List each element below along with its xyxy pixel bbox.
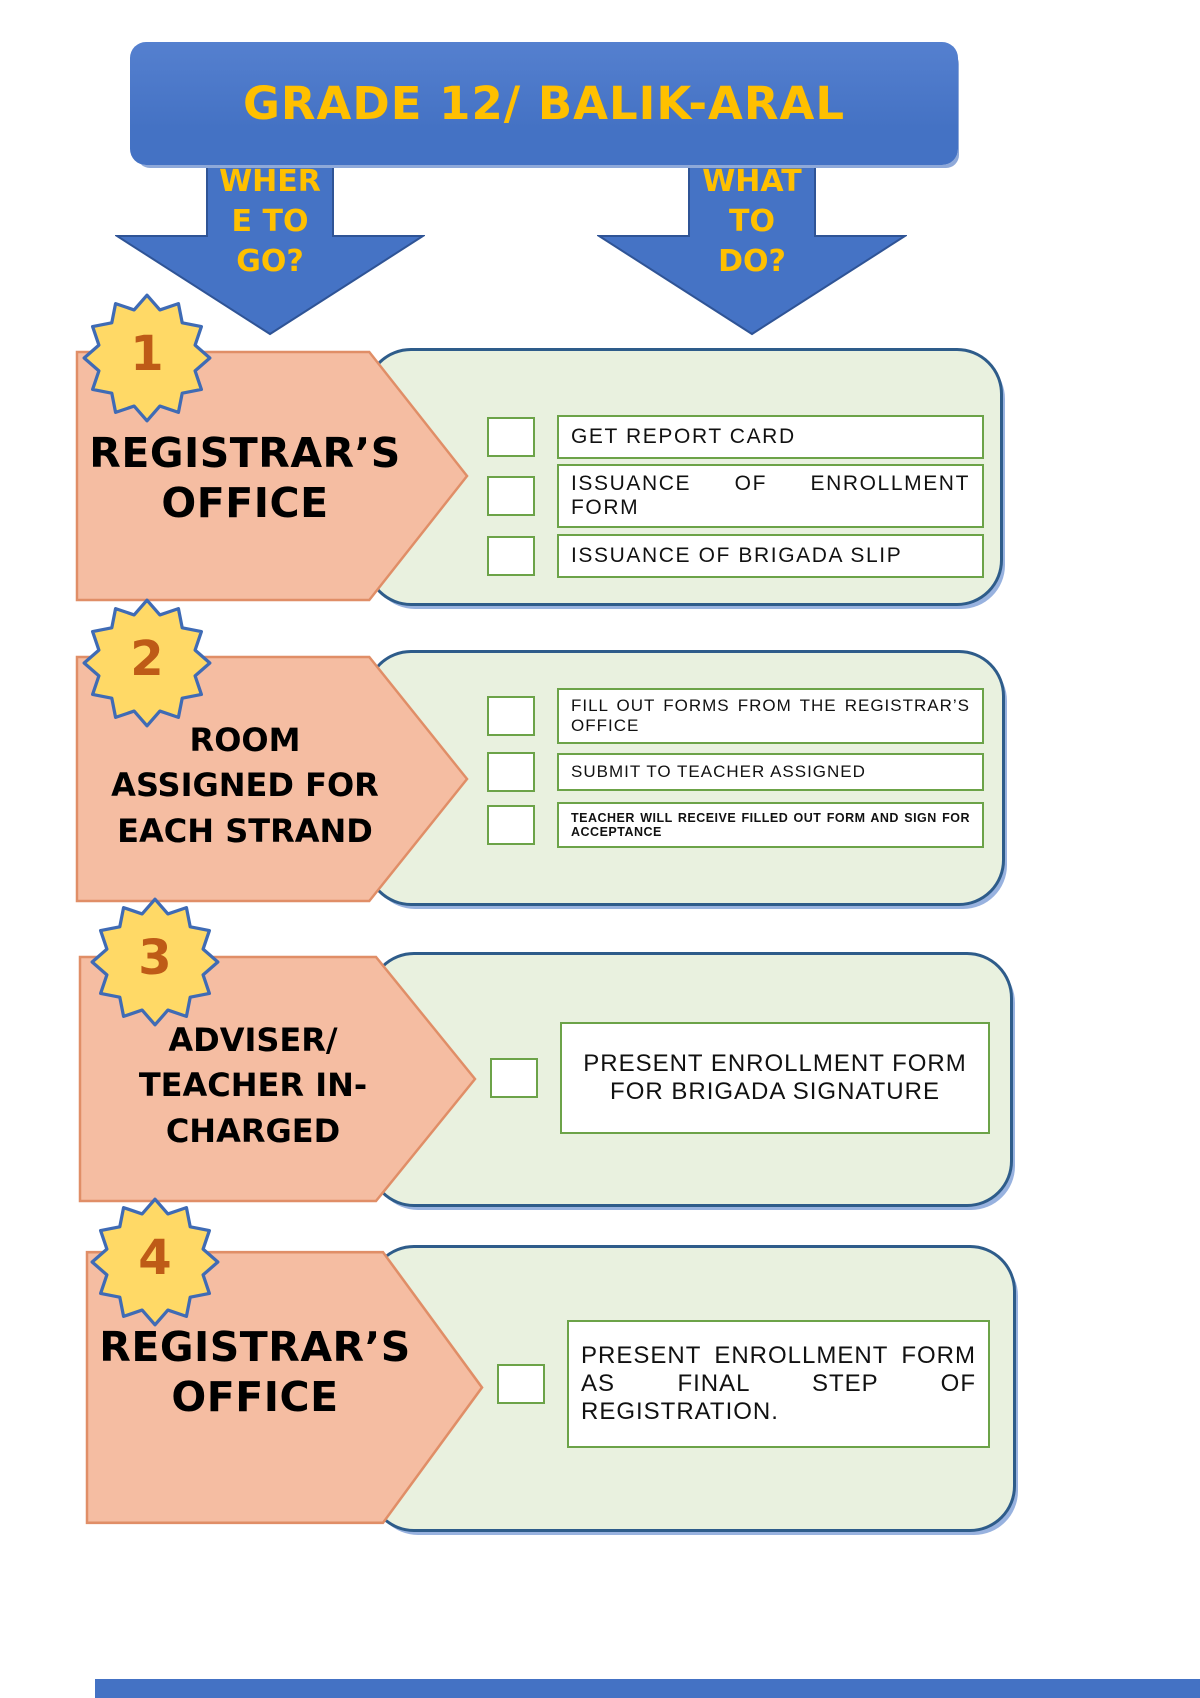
star-badge-shape (82, 293, 212, 423)
what-to-do-label: WHAT TO DO? (702, 164, 802, 279)
task-row: GET REPORT CARD (487, 415, 984, 459)
task-text-box: PRESENT ENROLLMENT FORM FOR BRIGADA SIGN… (560, 1022, 990, 1134)
step2-location-label: ROOM ASSIGNED FOR EACH STRAND (111, 721, 379, 850)
task-text-box: PRESENT ENROLLMENT FORM AS FINAL STEP OF… (567, 1320, 990, 1448)
step4-location-arrow (85, 1250, 484, 1525)
task-label: SUBMIT TO TEACHER ASSIGNED (571, 762, 866, 781)
task-checkbox[interactable] (497, 1364, 545, 1404)
task-text-box: FILL OUT FORMS FROM THE REGISTRAR’S OFFI… (557, 688, 984, 744)
star-badge-shape (82, 598, 212, 728)
task-text-box: ISSUANCE OF ENROLLMENT FORM (557, 464, 984, 528)
task-row: PRESENT ENROLLMENT FORM AS FINAL STEP OF… (497, 1320, 990, 1448)
task-checkbox[interactable] (487, 805, 535, 845)
what-to-do-arrow: WHAT TO DO? (597, 140, 907, 336)
task-label: TEACHER WILL RECEIVE FILLED OUT FORM AND… (571, 811, 970, 839)
task-label: ISSUANCE OF ENROLLMENT FORM (571, 472, 970, 519)
task-checkbox[interactable] (487, 536, 535, 576)
task-label: GET REPORT CARD (571, 425, 796, 448)
task-checkbox[interactable] (490, 1058, 538, 1098)
step4-location-label: REGISTRAR’S OFFICE (99, 1323, 411, 1422)
step4-number-badge: 4 (90, 1197, 220, 1327)
step3-number: 3 (138, 930, 172, 986)
step3-number-badge: 3 (90, 897, 220, 1027)
task-text-box: TEACHER WILL RECEIVE FILLED OUT FORM AND… (557, 802, 984, 848)
step4-number: 4 (138, 1230, 172, 1286)
task-row: SUBMIT TO TEACHER ASSIGNED (487, 752, 984, 792)
step2-number-badge: 2 (82, 598, 212, 728)
task-checkbox[interactable] (487, 696, 535, 736)
task-row: ISSUANCE OF ENROLLMENT FORM (487, 464, 984, 528)
task-checkbox[interactable] (487, 417, 535, 457)
task-row: FILL OUT FORMS FROM THE REGISTRAR’S OFFI… (487, 688, 984, 744)
task-label: PRESENT ENROLLMENT FORM FOR BRIGADA SIGN… (583, 1050, 967, 1105)
step1-number-badge: 1 (82, 293, 212, 423)
step1-number: 1 (130, 326, 164, 382)
step3-location-arrow (78, 955, 477, 1203)
task-row: PRESENT ENROLLMENT FORM FOR BRIGADA SIGN… (490, 1022, 990, 1134)
step2-number: 2 (130, 631, 164, 687)
page-footer-bar (95, 1679, 1200, 1698)
step1-location-label: REGISTRAR’S OFFICE (89, 429, 401, 528)
task-label: ISSUANCE OF BRIGADA SLIP (571, 544, 903, 567)
task-text-box: SUBMIT TO TEACHER ASSIGNED (557, 753, 984, 791)
task-label: PRESENT ENROLLMENT FORM AS FINAL STEP OF… (581, 1342, 976, 1425)
task-row: ISSUANCE OF BRIGADA SLIP (487, 534, 984, 578)
step3-location-label: ADVISER/ TEACHER IN- CHARGED (138, 1021, 368, 1150)
where-to-go-label: WHER E TO GO? (219, 164, 321, 279)
star-badge-shape (90, 1197, 220, 1327)
task-text-box: GET REPORT CARD (557, 415, 984, 459)
title-banner: GRADE 12/ BALIK-ARAL (130, 42, 958, 165)
task-text-box: ISSUANCE OF BRIGADA SLIP (557, 534, 984, 578)
step1-location-arrow (75, 350, 469, 602)
star-badge-shape (90, 897, 220, 1027)
task-checkbox[interactable] (487, 476, 535, 516)
task-label: FILL OUT FORMS FROM THE REGISTRAR’S OFFI… (571, 696, 970, 735)
step2-location-arrow (75, 655, 469, 903)
task-checkbox[interactable] (487, 752, 535, 792)
where-to-go-arrow: WHER E TO GO? (115, 140, 425, 336)
task-row: TEACHER WILL RECEIVE FILLED OUT FORM AND… (487, 802, 984, 848)
page-title: GRADE 12/ BALIK-ARAL (242, 77, 846, 130)
